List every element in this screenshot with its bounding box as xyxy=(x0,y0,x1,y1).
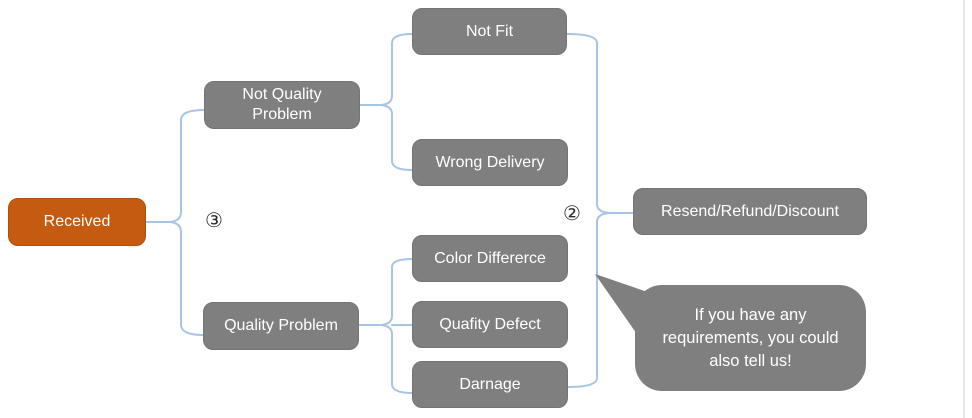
connector-nqp-brace xyxy=(380,33,413,171)
connector-left-brace xyxy=(169,109,205,336)
node-color-differerce-label: Color Differerce xyxy=(434,249,546,267)
node-resend-refund-discount[interactable]: Resend/Refund/Discount xyxy=(633,188,867,235)
callout-line-1: If you have any xyxy=(694,305,807,324)
branch-number-3: ③ xyxy=(205,210,223,232)
node-quafity-defect[interactable]: Quafity Defect xyxy=(412,301,568,348)
node-wrong-delivery-label: Wrong Delivery xyxy=(435,153,545,171)
node-not-fit-label: Not Fit xyxy=(465,22,514,40)
node-received[interactable]: Received xyxy=(8,198,146,246)
node-quality-problem-label: Quality Problem xyxy=(224,317,338,335)
node-resend-refund-discount-label: Resend/Refund/Discount xyxy=(661,202,839,220)
node-received-label: Received xyxy=(43,213,111,231)
node-quafity-defect-label: Quafity Defect xyxy=(439,315,541,333)
node-darnage-label: Darnage xyxy=(459,375,521,393)
page-edge-divider xyxy=(963,0,965,418)
node-color-differerce[interactable]: Color Differerce xyxy=(412,235,568,282)
callout-bubble[interactable]: If you have any requirements, you could … xyxy=(635,285,866,391)
callout-line-2: requirements, you could xyxy=(662,328,839,347)
node-not-quality-problem[interactable]: Not Quality Problem xyxy=(204,81,360,129)
connector-qp-brace xyxy=(380,258,413,394)
node-darnage[interactable]: Darnage xyxy=(412,361,568,408)
branch-number-2: ② xyxy=(563,203,581,225)
callout-text: If you have any requirements, you could … xyxy=(662,304,838,373)
node-wrong-delivery[interactable]: Wrong Delivery xyxy=(412,139,568,186)
node-not-quality-problem-label: Not Quality Problem xyxy=(242,86,322,123)
node-quality-problem[interactable]: Quality Problem xyxy=(203,302,359,350)
node-not-fit[interactable]: Not Fit xyxy=(412,8,567,55)
callout-line-3: also tell us! xyxy=(709,351,792,370)
